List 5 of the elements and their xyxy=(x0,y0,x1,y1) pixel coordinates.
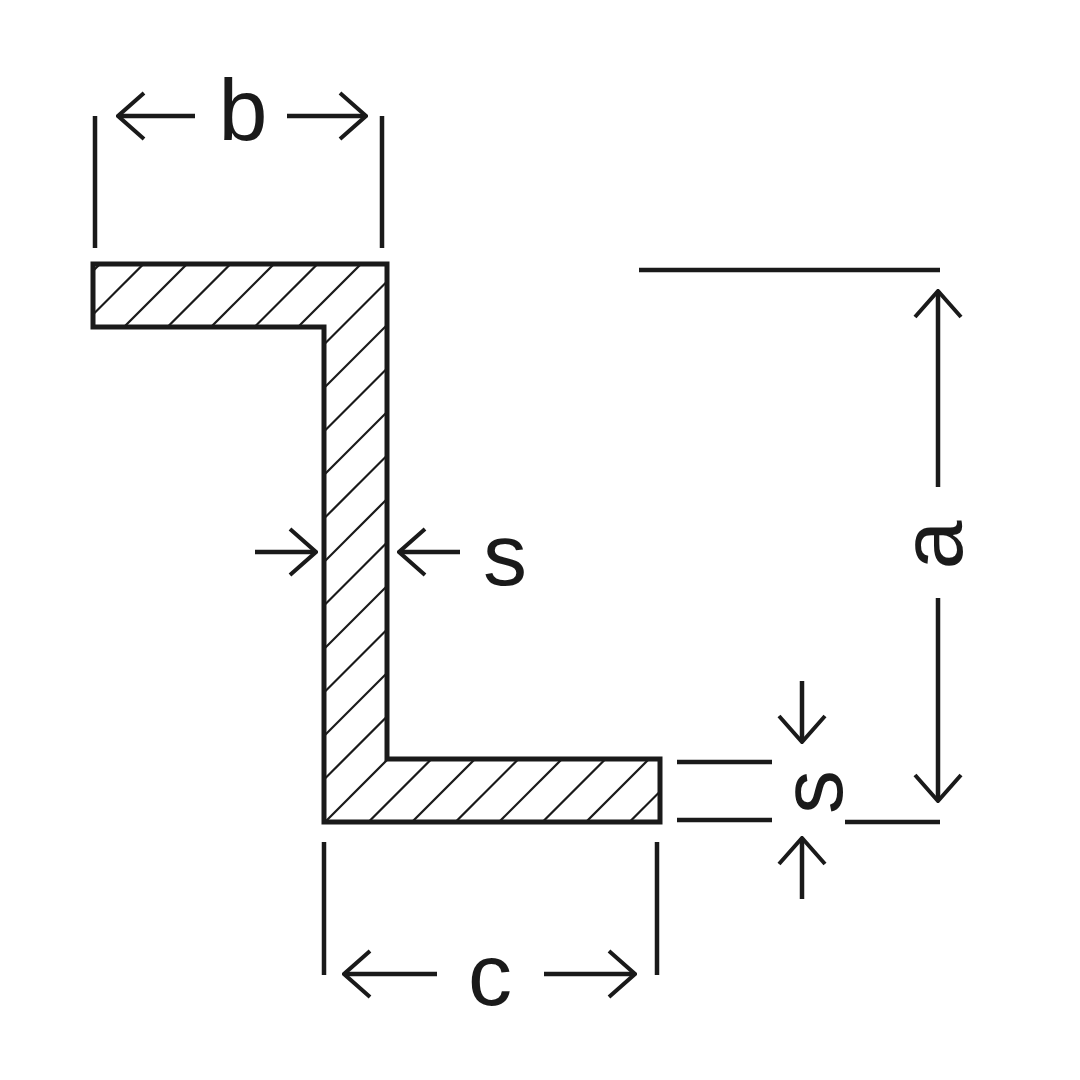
dimension-label: b xyxy=(218,66,268,154)
dimension-label: c xyxy=(468,931,512,1019)
dimension-label: s xyxy=(483,511,527,599)
dimension-label: s xyxy=(768,770,856,814)
dimension-label: a xyxy=(888,520,976,570)
